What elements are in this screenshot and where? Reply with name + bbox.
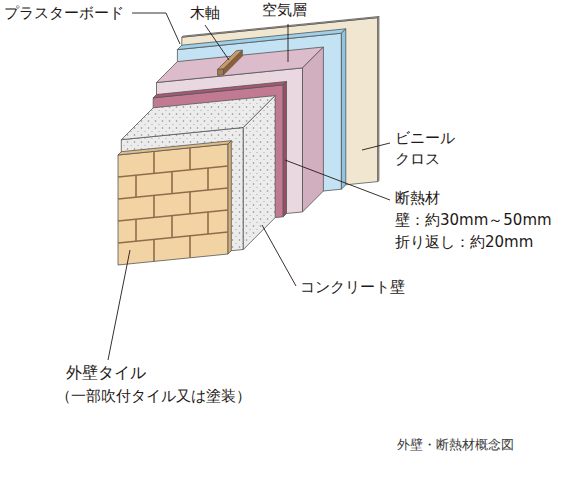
leader-line bbox=[285, 160, 390, 200]
part-label: 外壁タイル bbox=[66, 362, 146, 384]
part-label: 空気層 bbox=[262, 0, 307, 21]
leader-line bbox=[262, 225, 296, 286]
plaster-board-edge bbox=[341, 29, 345, 189]
insulation-edge bbox=[283, 82, 286, 217]
part-label: コンクリート壁 bbox=[300, 277, 405, 298]
insulation-top bbox=[153, 82, 286, 98]
part-label: ビニール クロス bbox=[395, 128, 455, 170]
part-label: 木軸 bbox=[190, 3, 220, 24]
air-layer-edge bbox=[303, 47, 324, 212]
plaster-board-top bbox=[177, 29, 345, 50]
leader-line bbox=[132, 13, 180, 44]
wood-stud-front bbox=[218, 69, 224, 76]
wood-stud-top bbox=[218, 50, 243, 69]
exterior-tile bbox=[118, 144, 228, 265]
leader-line bbox=[108, 250, 130, 360]
part-label: 折り返し：約20mm bbox=[395, 232, 533, 253]
concrete-wall-edge bbox=[243, 96, 275, 250]
figure-caption: 外壁・断熱材概念図 bbox=[397, 436, 514, 454]
part-label: プラスターボード bbox=[4, 3, 124, 24]
air-layer-top bbox=[157, 47, 324, 83]
part-label: 壁：約30mm～50mm bbox=[395, 210, 552, 231]
part-label: （一部吹付タイル又は塗装） bbox=[56, 386, 251, 407]
leader-line bbox=[288, 24, 289, 62]
leader-line bbox=[362, 143, 390, 150]
leader-lines bbox=[108, 13, 390, 360]
tile-joints bbox=[118, 148, 228, 262]
vinyl-cloth-edge bbox=[378, 17, 379, 182]
exterior-tile-top bbox=[118, 141, 231, 155]
exterior-tile-edge bbox=[228, 141, 231, 254]
leader-line bbox=[205, 25, 229, 60]
part-label: 断熱材 bbox=[395, 188, 440, 209]
